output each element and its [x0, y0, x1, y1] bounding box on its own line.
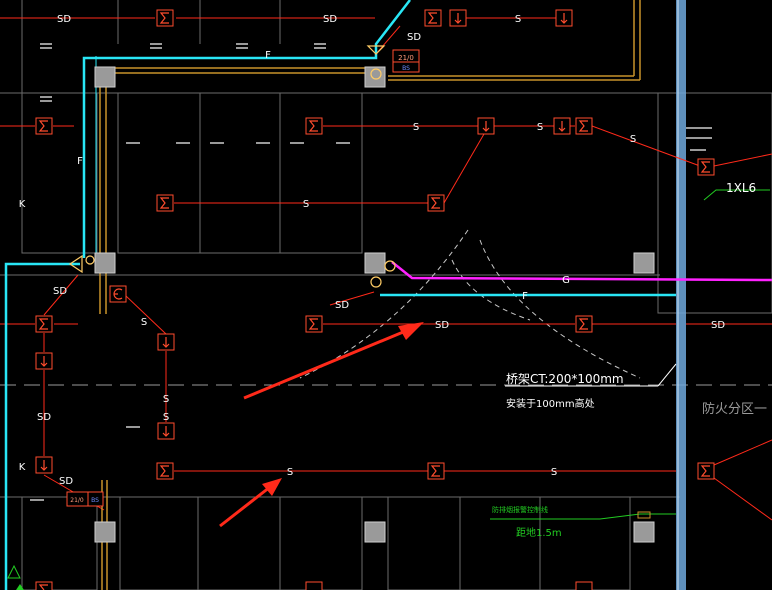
- wire-label-s: S: [551, 467, 557, 478]
- device-box-bottom[interactable]: 21/0 BS: [66, 491, 104, 507]
- wire-label-s: S: [537, 122, 543, 133]
- cable-tray: [96, 0, 641, 590]
- wire-label-sd: SD: [53, 286, 67, 297]
- wire-label-sd: SD: [335, 300, 349, 311]
- wiring-lines: [0, 17, 772, 521]
- device-box-bottom-label: 21/0: [70, 497, 84, 504]
- tray-spec-leader: [657, 363, 677, 387]
- wire-label-s: S: [141, 317, 147, 328]
- wire-label-sd: SD: [711, 320, 725, 331]
- wire-label-f: F: [265, 50, 271, 61]
- tray-note-text: 安装于100mm高处: [506, 397, 595, 410]
- grid-label-k: K: [19, 462, 26, 473]
- wire-label-f: F: [522, 291, 528, 302]
- red-arrows: [219, 322, 424, 528]
- wire-label-g: G: [562, 275, 570, 286]
- green-note-leader: [490, 513, 676, 520]
- wire-label-s: S: [163, 412, 169, 423]
- wire-label-s: S: [515, 14, 521, 25]
- wire-label-f: F: [77, 156, 83, 167]
- wire-label-sd: SD: [59, 476, 73, 487]
- device-box-top[interactable]: 21/0 BS: [392, 49, 420, 73]
- vertical-busway-band: [676, 0, 686, 590]
- wire-label-sd: SD: [407, 32, 421, 43]
- green-note-device: [637, 511, 651, 519]
- left-marker-small: [16, 584, 24, 590]
- wire-label-sd: SD: [37, 412, 51, 423]
- device-box-bottom-sub: BS: [91, 497, 99, 504]
- panel-tag-text: 1XL6: [726, 181, 756, 195]
- green-note-1: 防排烟报警控制线: [492, 505, 548, 514]
- wire-label-s: S: [287, 467, 293, 478]
- grid-label-k: K: [19, 199, 26, 210]
- tray-spec-text: 桥架CT:200*100mm: [506, 372, 624, 386]
- down-arrow-icons: [40, 13, 568, 471]
- panel-leader: [703, 189, 770, 201]
- green-note-2: 距地1.5m: [516, 526, 562, 539]
- wire-label-s: S: [413, 122, 419, 133]
- device-box-top-sub: BS: [402, 65, 410, 72]
- wire-label-sd: SD: [435, 320, 449, 331]
- wire-labels: SD SD S S S S S SD SD SD S S S S S SD SD…: [19, 14, 726, 487]
- junction-devices: [68, 45, 396, 288]
- device-box-top-label: 21/0: [398, 54, 414, 62]
- magenta-pipe: [391, 261, 772, 282]
- wire-label-s: S: [303, 199, 309, 210]
- structural-columns: [94, 66, 655, 543]
- socket-symbol[interactable]: [109, 285, 127, 303]
- light-fixture-marks: [30, 43, 712, 501]
- left-marker: [7, 564, 21, 579]
- wire-label-s: S: [163, 394, 169, 405]
- cyan-pipe: [4, 0, 676, 590]
- wire-label-s: S: [630, 134, 636, 145]
- fire-zone-text: 防火分区一: [702, 401, 767, 417]
- wire-label-sd: SD: [57, 14, 71, 25]
- wire-label-sd: SD: [323, 14, 337, 25]
- switch-glyphs: [38, 12, 710, 590]
